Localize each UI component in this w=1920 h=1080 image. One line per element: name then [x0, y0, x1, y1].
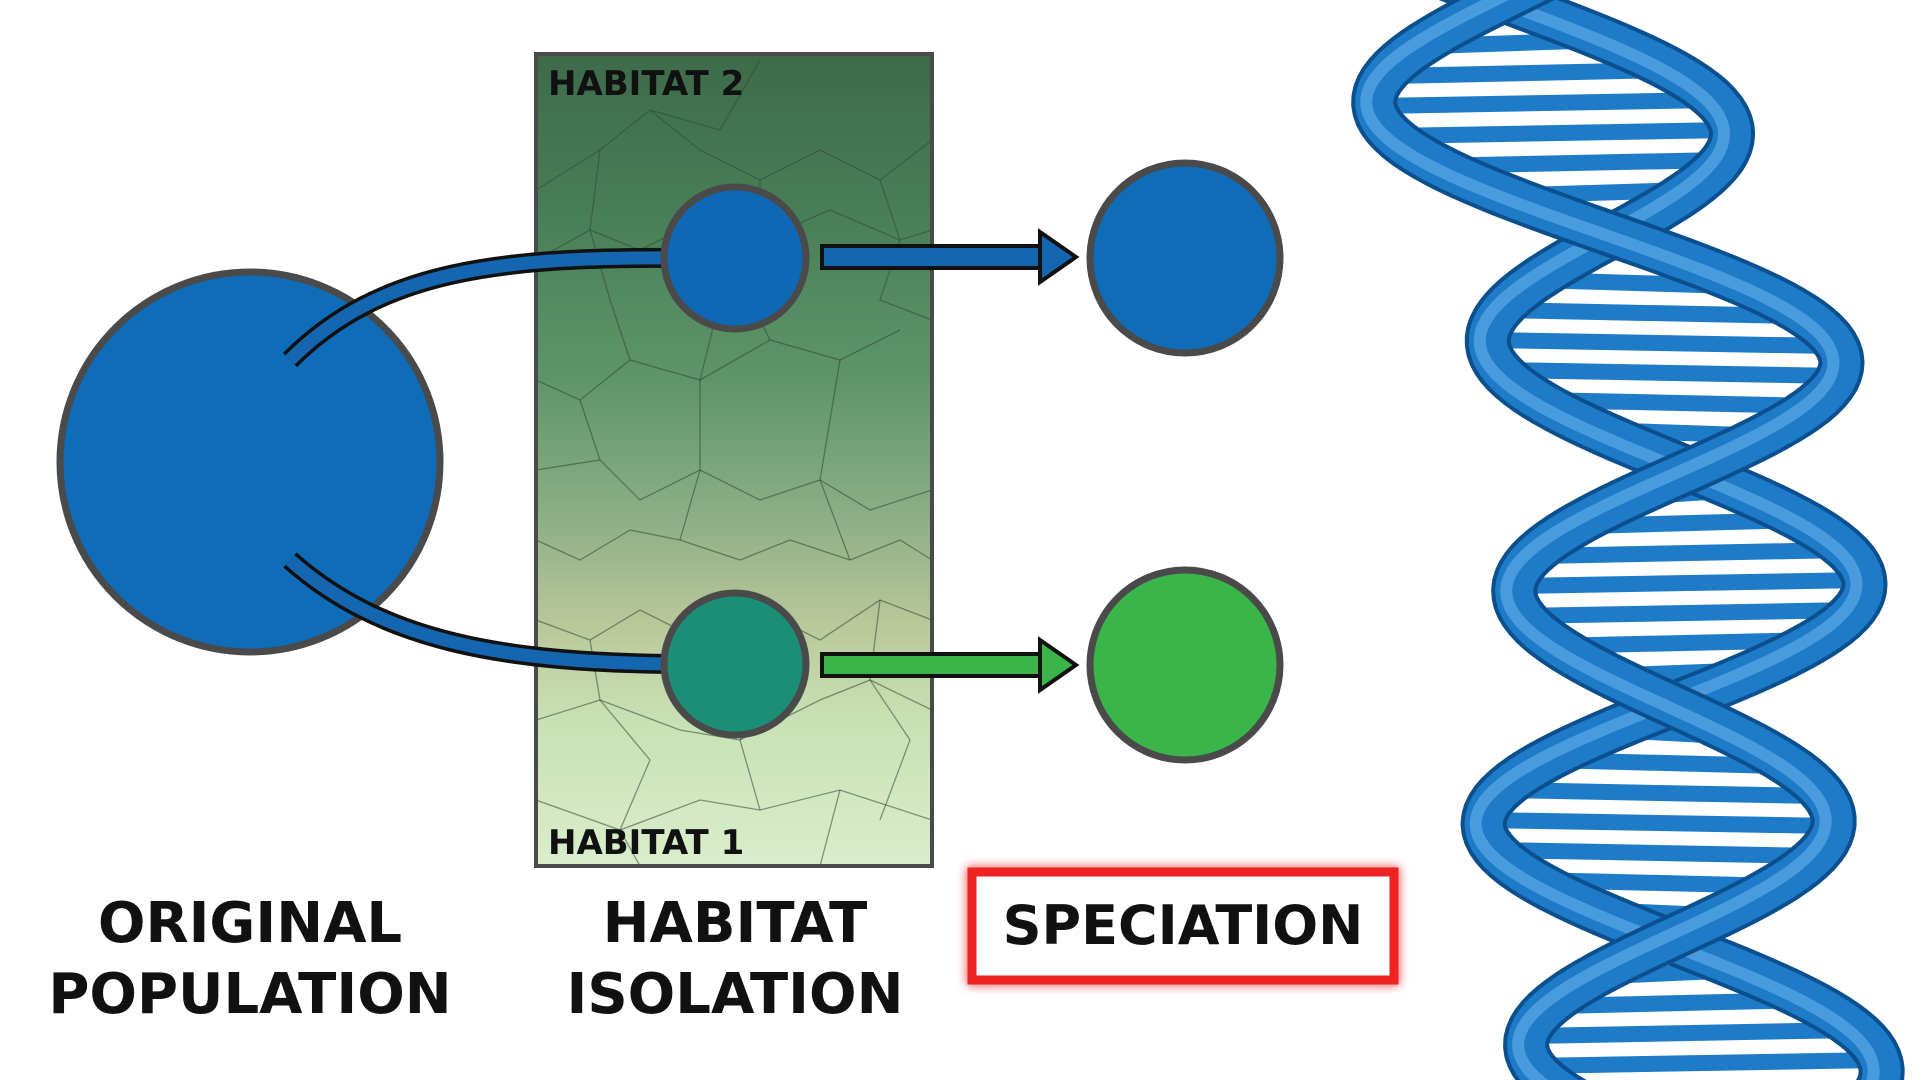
dna-base-pair	[1494, 782, 1828, 804]
speciation-highlight-box	[967, 867, 1399, 985]
habitat-2-label: HABITAT 2	[548, 64, 744, 104]
dna-strand-a	[1469, 0, 1880, 1080]
dna-base-pair	[1507, 572, 1873, 594]
caption-original-line1: ORIGINAL	[98, 891, 402, 956]
habitat-block: HABITAT 2 HABITAT 1	[534, 52, 934, 868]
caption-original-line2: POPULATION	[48, 962, 451, 1027]
dna-base-pair	[1521, 1022, 1865, 1044]
dna-strand-b	[1360, 0, 1840, 1080]
habitat-1-label: HABITAT 1	[548, 823, 744, 863]
dna-base-pair	[1378, 122, 1740, 144]
new-species-a-circle	[1086, 159, 1284, 357]
dna-base-pair	[1493, 302, 1805, 324]
dna-helix-icon	[1351, 0, 1905, 1080]
dna-base-pair	[1366, 92, 1723, 114]
arrow-to-habitat-1	[285, 555, 691, 671]
speciation-arrows	[820, 228, 1080, 694]
new-species-b-circle	[1086, 566, 1284, 764]
arrow-to-species-b	[820, 652, 1046, 678]
dna-base-pair	[1530, 542, 1854, 564]
arrow-to-species-a	[820, 244, 1046, 270]
dna-base-pair	[1511, 602, 1862, 624]
caption-speciation-text: SPECIATION	[1003, 894, 1364, 957]
arrow-head-species-a	[1038, 228, 1080, 286]
dna-base-pair	[1486, 842, 1830, 864]
migration-arrows	[282, 228, 740, 694]
arrow-to-habitat-2	[285, 251, 691, 365]
caption-isolation-line1: HABITAT	[603, 891, 868, 956]
original-population-circle	[56, 268, 444, 656]
dna-base-pair	[1492, 362, 1849, 384]
dna-base-pair	[1475, 812, 1842, 834]
habitat-2-population-circle	[660, 183, 810, 333]
caption-speciation: SPECIATION	[967, 867, 1399, 985]
arrow-head-species-b	[1038, 636, 1080, 694]
caption-habitat-isolation: HABITAT ISOLATION	[567, 891, 904, 1027]
dna-base-pair	[1521, 1052, 1888, 1074]
caption-original-population: ORIGINAL POPULATION	[48, 891, 451, 1027]
caption-isolation-line2: ISOLATION	[567, 962, 904, 1027]
dna-base-pair	[1479, 332, 1841, 354]
habitat-1-population-circle	[660, 589, 810, 739]
